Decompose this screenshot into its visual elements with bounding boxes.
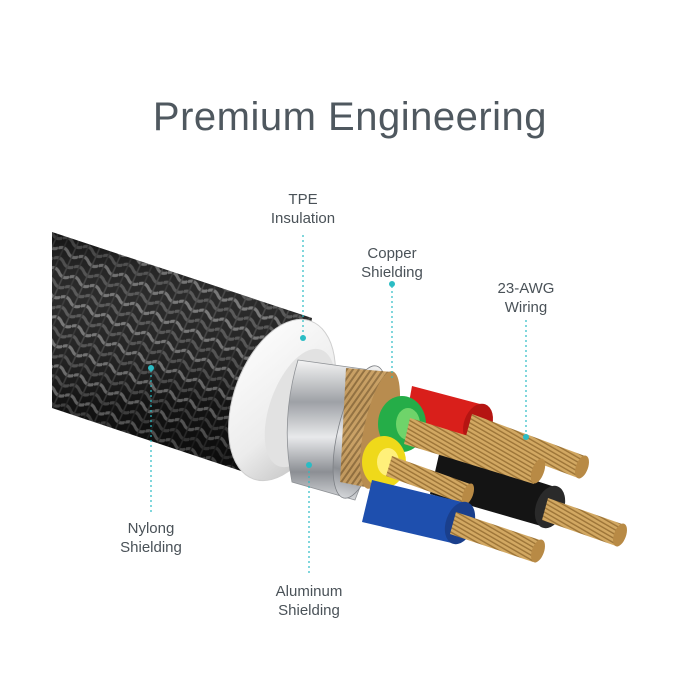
label-copper-shielding: Copper Shielding (342, 244, 442, 282)
dot-tpe (300, 335, 306, 341)
label-aluminum-line2: Shielding (278, 602, 340, 619)
dot-nylon (148, 365, 154, 371)
label-tpe-line2: Insulation (270, 210, 336, 227)
label-awg-line1: 23-AWG (497, 280, 555, 297)
label-nylon-shielding: Nylong Shielding (101, 519, 201, 557)
label-tpe-insulation: TPE Insulation (253, 190, 353, 228)
label-nylon-line2: Shielding (120, 539, 182, 556)
label-aluminum-line1: Aluminum (275, 583, 343, 600)
leader-lines (150, 235, 527, 576)
wire-black (430, 450, 627, 547)
label-tpe-line1: TPE (288, 191, 318, 208)
page-title: Premium Engineering (152, 95, 548, 139)
label-awg-line2: Wiring (504, 299, 548, 316)
wire-bundle (362, 386, 627, 563)
label-aluminum-shielding: Aluminum Shielding (259, 582, 359, 620)
leader-dots (148, 281, 529, 468)
wire-yellow (362, 436, 475, 505)
label-copper-line1: Copper (367, 245, 417, 262)
dot-awg (523, 434, 529, 440)
wire-red (404, 386, 589, 479)
dot-aluminum (306, 462, 312, 468)
wire-blue (362, 480, 545, 563)
label-23awg-wiring: 23-AWG Wiring (476, 279, 576, 317)
dot-copper (389, 281, 395, 287)
label-copper-line2: Shielding (361, 264, 423, 281)
label-nylon-line1: Nylong (127, 520, 175, 537)
